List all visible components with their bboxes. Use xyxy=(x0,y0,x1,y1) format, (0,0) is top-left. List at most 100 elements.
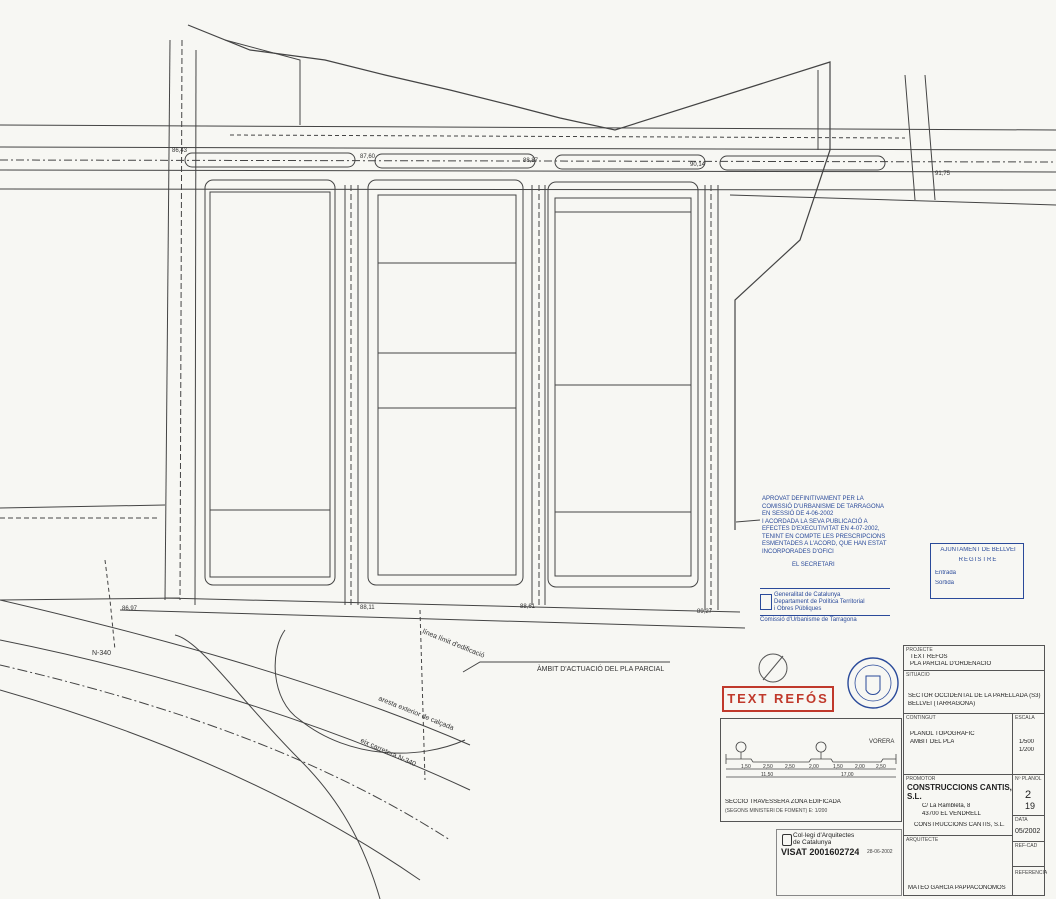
road-label: N-340 xyxy=(92,650,111,657)
vorera-label: VORERA xyxy=(869,739,894,745)
section-subcaption: (SEGONS MINISTERI DE FOMENT) E: 1/200 xyxy=(725,808,828,814)
text-refos-stamp: TEXT REFÓS xyxy=(722,686,834,712)
road-edge xyxy=(0,599,471,746)
generalitat-line: i Obres Públiques xyxy=(774,606,822,612)
median xyxy=(374,153,536,169)
architect-label: ARQUITECTE xyxy=(906,837,939,843)
situation-line: SECTOR OCCIDENTAL DE LA PARELLADA (S3) xyxy=(908,693,1041,699)
street-axis xyxy=(350,185,712,610)
street-edge xyxy=(119,609,746,629)
approval-line: COMISSIÓ D'URBANISME DE TARRAGONA xyxy=(762,503,884,510)
approval-stamp: APROVAT DEFINITIVAMENT PER LA COMISSIÓ D… xyxy=(762,496,892,570)
street-edge xyxy=(194,49,197,606)
registry-subtitle: REGISTRE xyxy=(958,557,998,563)
section-dim: 1,50 xyxy=(833,764,843,770)
scale-value: 1/200 xyxy=(1019,747,1035,753)
approval-line: APROVAT DEFINITIVAMENT PER LA xyxy=(762,496,864,502)
section-dim: 2,50 xyxy=(876,764,886,770)
street-edge xyxy=(164,597,741,613)
section-caption: SECCIÓ TRAVESSERA ZONA EDIFICADA xyxy=(725,799,841,805)
scale-label: ESCALA xyxy=(1015,715,1035,721)
content-line: PLÀNOL TOPOGRÀFIC xyxy=(910,731,975,737)
street-level: 86,97 xyxy=(122,606,138,612)
boundary xyxy=(104,559,116,651)
situation-label: SITUACIÓ xyxy=(906,672,930,678)
road-edge xyxy=(0,639,471,791)
section-dim: 2,00 xyxy=(855,764,865,770)
stamp-leader xyxy=(735,519,761,523)
date-value: 05/2002 xyxy=(1015,828,1041,835)
lot-division xyxy=(378,262,516,409)
cross-section-drawing: 1,50 2,50 2,50 2,00 1,50 2,00 2,50 11,50… xyxy=(725,739,897,778)
visat-number: VISAT 2001602724 xyxy=(781,847,860,857)
cross-section-box: 1,50 2,50 2,50 2,00 1,50 2,00 2,50 11,50… xyxy=(720,718,902,822)
street-axis xyxy=(179,39,183,601)
college-line: de Catalunya xyxy=(793,839,832,846)
tree-icon xyxy=(735,741,747,753)
registry-title: AJUNTAMENT DE BELLVEI xyxy=(940,547,1016,553)
ambit-leader xyxy=(462,661,670,673)
section-end-mark xyxy=(725,754,897,764)
scale-value: 1/500 xyxy=(1019,739,1035,745)
generalitat-logo-icon xyxy=(760,594,772,610)
date-box: DATA 05/2002 xyxy=(1012,815,1045,842)
registry-row: Sortida xyxy=(935,580,955,586)
block-outline xyxy=(547,181,699,588)
median xyxy=(184,152,356,168)
median xyxy=(719,155,886,171)
approval-line: EN SESSIÓ DE 4-06-2002 xyxy=(762,511,834,517)
project-box: PROJECTE TEXT REFÓS PLA PARCIAL D'ORDENA… xyxy=(903,645,1045,671)
project-label: PROJECTE xyxy=(906,647,933,653)
road-edge xyxy=(174,634,381,899)
median xyxy=(554,154,706,170)
promoter-label: PROMOTOR xyxy=(906,776,936,782)
section-dim: 2,50 xyxy=(785,764,795,770)
promoter-address: C/ La Rambleta, 8 xyxy=(922,803,971,809)
approval-line: INCORPORADES D'OFICI xyxy=(762,548,834,555)
registry-stamp: AJUNTAMENT DE BELLVEI REGISTRE Entrada S… xyxy=(930,543,1024,599)
promoter-address: 43700 EL VENDRELL xyxy=(922,811,981,817)
shield-icon xyxy=(865,675,881,695)
street-edge xyxy=(0,146,1056,151)
boundary xyxy=(224,39,301,125)
promoter-name-secondary: CONSTRUCCIONS CANTIS, S.L. xyxy=(914,822,1005,828)
situation-box: SITUACIÓ SECTOR OCCIDENTAL DE LA PARELLA… xyxy=(903,670,1045,714)
college-logo-icon xyxy=(782,834,792,846)
situation-line: BELLVEI (TARRAGONA) xyxy=(908,701,976,707)
content-box: CONTINGUT PLÀNOL TOPOGRÀFIC ÀMBIT DEL PL… xyxy=(903,713,1013,775)
architect-box: ARQUITECTE MATEO GARCIA PAPPACONOMOS xyxy=(903,835,1013,896)
street-level: 86,43 xyxy=(172,148,188,154)
street-level: 90,14 xyxy=(690,162,706,168)
plan-total: 19 xyxy=(1025,801,1036,811)
ref-cad-box: REF-CAD xyxy=(1012,841,1045,867)
generalitat-line: Generalitat de Catalunya xyxy=(774,592,841,598)
street-edge xyxy=(729,194,1056,206)
project-line: PLA PARCIAL D'ORDENACIÓ xyxy=(910,661,992,667)
street-level: 88,87 xyxy=(523,158,539,164)
date-label: DATA xyxy=(1015,817,1028,823)
content-label: CONTINGUT xyxy=(906,715,936,721)
road-edge xyxy=(274,629,466,754)
approval-line: EFECTES D'EXECUTIVITAT EN 4-07-2002, xyxy=(762,526,880,532)
project-line: TEXT REFÓS xyxy=(910,654,948,660)
block-outline xyxy=(367,179,524,586)
section-total: 11,50 xyxy=(761,772,773,778)
promoter-name: CONSTRUCCIONS CANTIS, S.L. xyxy=(907,783,1012,801)
street-level: 89,27 xyxy=(697,609,713,615)
section-dim: 2,50 xyxy=(763,764,773,770)
plan-number-box: Nº PLÀNOL 2 19 xyxy=(1012,774,1045,816)
ambit-label: ÀMBIT D'ACTUACIÓ DEL PLA PARCIAL xyxy=(537,664,664,673)
street-axis xyxy=(0,159,1056,163)
municipal-seal-inner xyxy=(854,664,892,702)
street-edge xyxy=(0,188,1056,191)
road-edge xyxy=(0,689,421,881)
scale-box: ESCALA 1/500 1/200 xyxy=(1012,713,1045,775)
approval-line: TENINT EN COMPTE LES PRESCRIPCIONS xyxy=(762,533,886,540)
architect-name: MATEO GARCIA PAPPACONOMOS xyxy=(908,885,1006,891)
seal-stamp-mark xyxy=(762,655,784,681)
street-level: 91,75 xyxy=(935,171,951,177)
block-inner xyxy=(209,191,331,578)
block-outline xyxy=(204,179,336,586)
section-profile xyxy=(726,758,896,763)
